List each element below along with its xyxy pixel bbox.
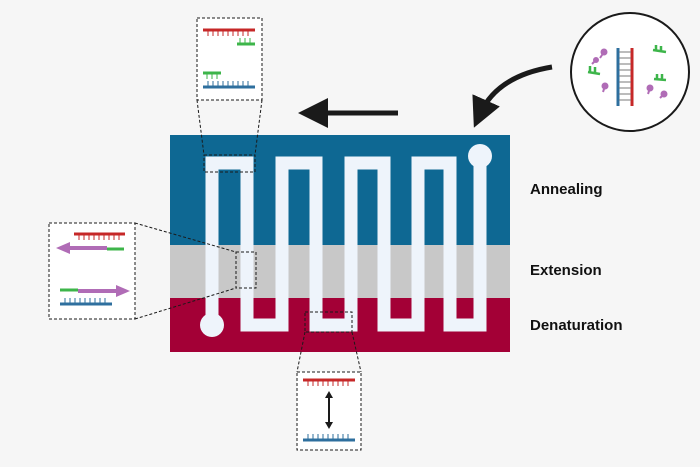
denaturation-inset xyxy=(296,311,362,451)
denaturation-label: Denaturation xyxy=(530,317,623,334)
channel-inlet xyxy=(468,144,492,168)
template-strand-bottom xyxy=(203,71,255,89)
template-strand-top xyxy=(203,28,255,46)
primer-icon xyxy=(587,45,667,82)
nucleotide-icon xyxy=(591,48,668,99)
reagent-mix-circle xyxy=(570,12,690,132)
extension-zone xyxy=(170,245,510,298)
channel-outlet xyxy=(200,313,224,337)
serpentine-channel xyxy=(200,144,492,337)
annealing-label: Annealing xyxy=(530,181,603,198)
annealing-zone xyxy=(170,135,510,245)
extension-inset xyxy=(48,222,257,320)
strand-separation-arrow xyxy=(325,391,333,429)
inlet-arrow xyxy=(472,64,553,128)
annealing-inset xyxy=(196,17,263,173)
extension-label: Extension xyxy=(530,262,602,279)
